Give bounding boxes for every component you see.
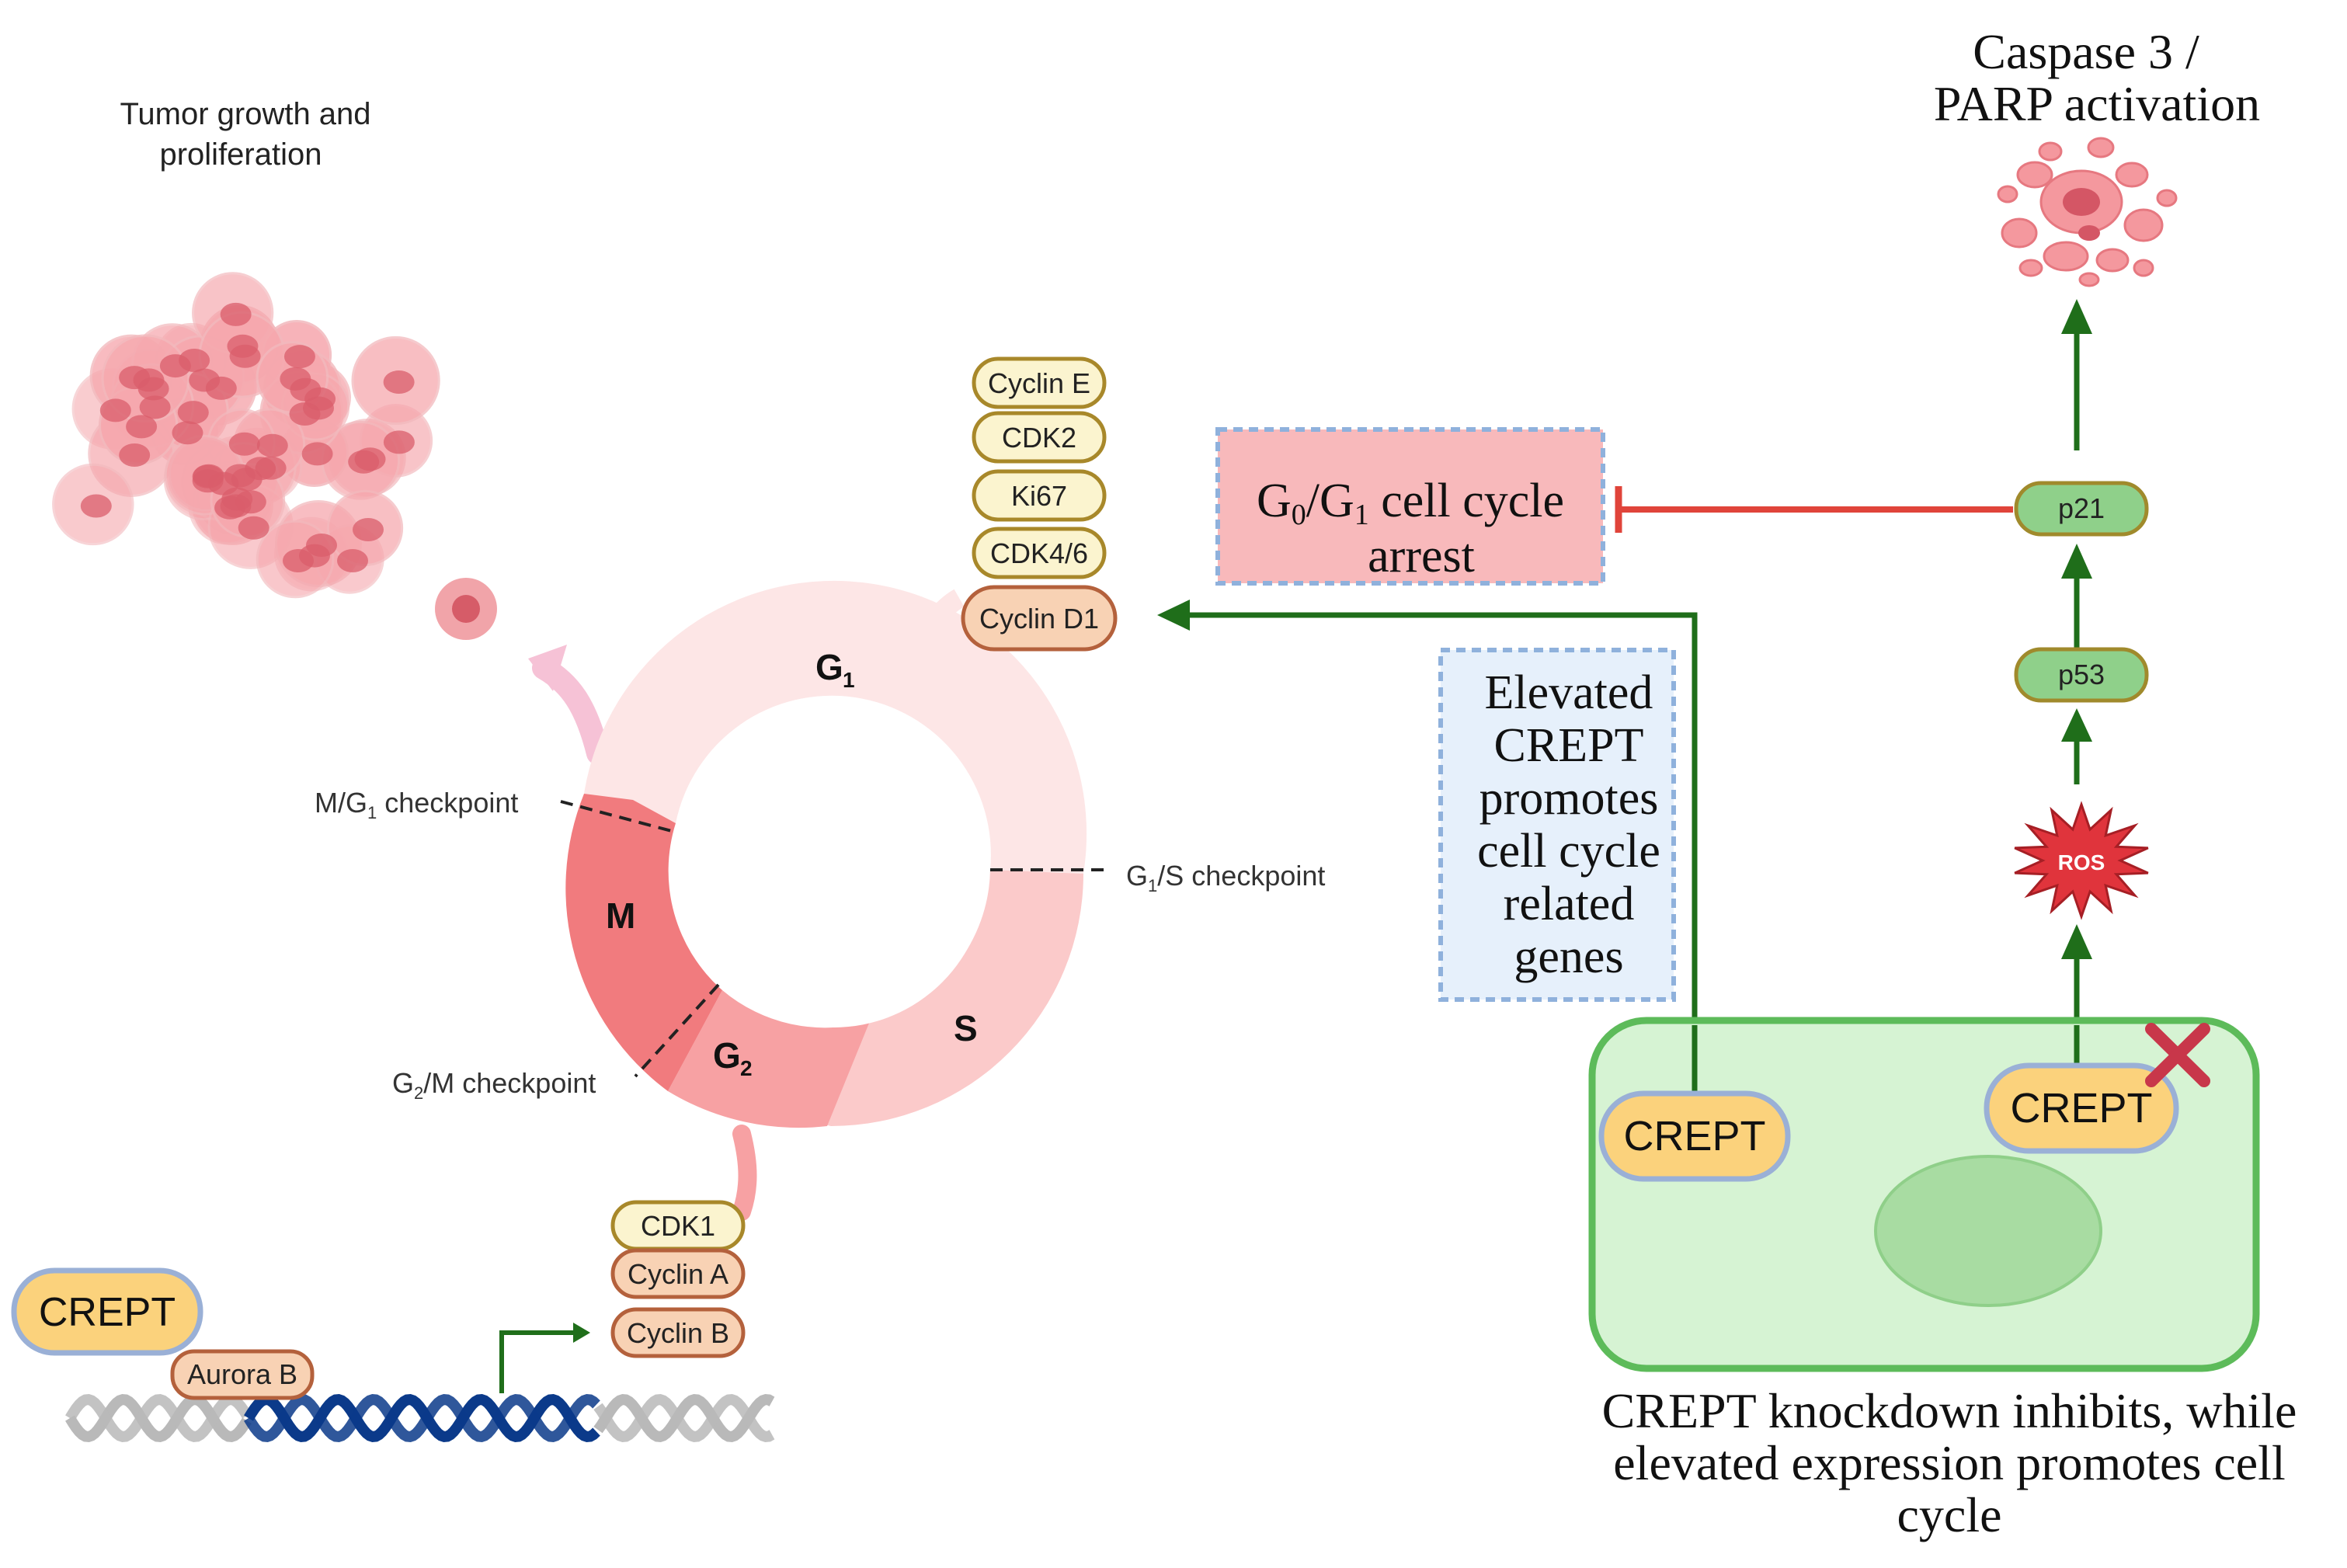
svg-text:CDK2: CDK2 bbox=[1002, 422, 1076, 454]
svg-text:ROS: ROS bbox=[2058, 850, 2105, 874]
elevated-line-5: related bbox=[1504, 878, 1635, 930]
svg-text:PARP activation: PARP activation bbox=[1934, 76, 2260, 131]
g1-protein-3: Ki67 bbox=[972, 469, 1107, 522]
crept-protein-left: CREPT bbox=[1598, 1090, 1791, 1182]
svg-text:2: 2 bbox=[740, 1056, 753, 1080]
cell-cycle-ring bbox=[565, 580, 1087, 1128]
p53-protein: p53 bbox=[2014, 647, 2149, 703]
svg-text:G: G bbox=[815, 647, 843, 687]
svg-text:Cyclin E: Cyclin E bbox=[988, 367, 1090, 399]
tumor-cell-cluster bbox=[52, 272, 440, 599]
aurora-b-protein: Aurora B bbox=[170, 1349, 315, 1400]
svg-text:Tumor growth and: Tumor growth and bbox=[120, 97, 370, 131]
g0-g1-arrest-box: G0/G1 cell cycle arrest bbox=[1215, 427, 1605, 586]
crept-to-cyclin-d1-arrow bbox=[1157, 600, 1698, 1086]
svg-text:Ki67: Ki67 bbox=[1011, 480, 1067, 512]
ros-burst-icon: ROS bbox=[2014, 801, 2149, 920]
svg-text:CREPT: CREPT bbox=[2010, 1085, 2152, 1132]
checkpoint-g2-m: G2/M checkpoint bbox=[392, 983, 720, 1103]
svg-text:Cyclin A: Cyclin A bbox=[628, 1258, 728, 1290]
svg-text:Cyclin D1: Cyclin D1 bbox=[979, 603, 1099, 635]
tumor-label: Tumor growth and proliferation bbox=[120, 97, 370, 172]
svg-text:G: G bbox=[713, 1035, 741, 1076]
phase-m-segment bbox=[565, 794, 722, 1091]
elevated-line-6: genes bbox=[1514, 930, 1623, 983]
phase-m-label: M bbox=[606, 895, 635, 936]
svg-text:arrest: arrest bbox=[1368, 530, 1475, 582]
svg-text:CDK1: CDK1 bbox=[641, 1210, 715, 1242]
elevated-line-4: cell cycle bbox=[1477, 825, 1660, 878]
svg-text:Cyclin B: Cyclin B bbox=[627, 1317, 729, 1349]
svg-text:p21: p21 bbox=[2058, 492, 2105, 524]
svg-text:CREPT knockdown inhibits, whil: CREPT knockdown inhibits, while bbox=[1602, 1383, 2297, 1438]
phase-g2-label: G 2 bbox=[713, 1035, 753, 1080]
caption: CREPT knockdown inhibits, while elevated… bbox=[1602, 1383, 2297, 1542]
phase-g1-label: G 1 bbox=[815, 647, 855, 692]
svg-text:CREPT: CREPT bbox=[1623, 1113, 1765, 1159]
elevated-line-1: Elevated bbox=[1485, 666, 1653, 719]
g2-protein-2: Cyclin A bbox=[610, 1248, 746, 1299]
p21-inhibition-line bbox=[1615, 486, 2013, 533]
nucleus bbox=[1874, 1155, 2102, 1307]
svg-text:Caspase 3 /: Caspase 3 / bbox=[1973, 24, 2199, 79]
svg-text:M/G1 checkpoint: M/G1 checkpoint bbox=[315, 787, 518, 822]
phase-g1-segment bbox=[584, 580, 1087, 874]
transcription-arrow bbox=[499, 1330, 575, 1393]
dna-helix bbox=[65, 1393, 775, 1443]
svg-text:cycle: cycle bbox=[1897, 1487, 2002, 1542]
svg-text:Aurora B: Aurora B bbox=[187, 1358, 297, 1390]
svg-text:proliferation: proliferation bbox=[159, 137, 322, 172]
svg-text:p53: p53 bbox=[2058, 659, 2105, 690]
crept-protein-right: CREPT bbox=[1984, 1062, 2179, 1154]
g2-protein-1: CDK1 bbox=[610, 1200, 746, 1251]
svg-text:CREPT: CREPT bbox=[39, 1290, 176, 1335]
g1-protein-5: Cyclin D1 bbox=[961, 585, 1118, 652]
knockdown-x-icon bbox=[2145, 1023, 2210, 1087]
elevated-line-3: promotes bbox=[1479, 772, 1659, 825]
g2-protein-3: Cyclin B bbox=[610, 1307, 746, 1358]
g1-protein-4: CDK4/6 bbox=[972, 527, 1107, 579]
g1-protein-1: Cyclin E bbox=[972, 356, 1107, 409]
phase-s-label: S bbox=[954, 1008, 978, 1048]
apoptotic-cell-icon bbox=[1997, 137, 2178, 287]
svg-text:1: 1 bbox=[843, 668, 855, 692]
phase-s-segment bbox=[815, 870, 1083, 1126]
crept-protein-dna: CREPT bbox=[11, 1267, 203, 1356]
checkpoint-m-g1: M/G1 checkpoint bbox=[315, 787, 678, 834]
single-tumor-cell bbox=[435, 578, 497, 640]
elevated-line-2: CREPT bbox=[1494, 719, 1644, 772]
svg-text:G2/M checkpoint: G2/M checkpoint bbox=[392, 1067, 596, 1103]
phase-g2-segment bbox=[668, 990, 870, 1128]
pathway-arrows bbox=[2061, 299, 2092, 1025]
svg-text:CDK4/6: CDK4/6 bbox=[990, 537, 1088, 569]
g1-protein-2: CDK2 bbox=[972, 411, 1107, 464]
svg-text:elevated expression promotes c: elevated expression promotes cell bbox=[1613, 1435, 2285, 1490]
caspase-label: Caspase 3 / PARP activation bbox=[1934, 24, 2260, 131]
svg-text:G1/S checkpoint: G1/S checkpoint bbox=[1126, 860, 1325, 895]
svg-text:G0/G1 cell cycle: G0/G1 cell cycle bbox=[1257, 475, 1564, 531]
p21-protein: p21 bbox=[2014, 481, 2149, 537]
checkpoint-g1-s: G1/S checkpoint bbox=[990, 860, 1325, 895]
